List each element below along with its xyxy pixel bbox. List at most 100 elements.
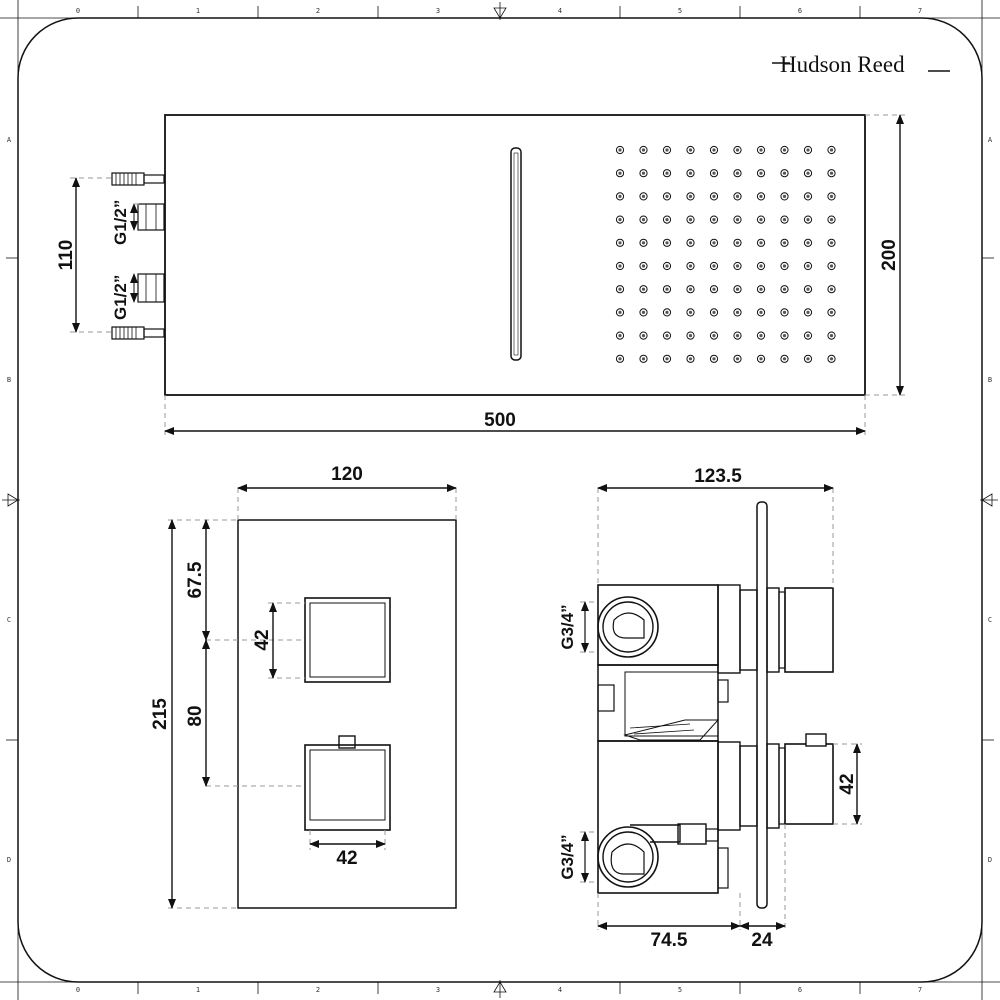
inlet-spacing-label: 110 bbox=[56, 240, 77, 271]
valve-height-label: 215 bbox=[150, 698, 171, 730]
lower-handle bbox=[304, 744, 391, 831]
head-width-label: 500 bbox=[484, 410, 516, 431]
nozzle-core bbox=[806, 310, 810, 314]
row-label-c-right: C bbox=[988, 616, 992, 624]
nozzle-core bbox=[618, 194, 622, 198]
nozzle-core bbox=[806, 194, 810, 198]
nozzle-core bbox=[782, 171, 787, 175]
nozzle-core bbox=[806, 171, 810, 175]
nozzle-core bbox=[641, 310, 646, 314]
col-label-5: 5 bbox=[678, 7, 682, 15]
nozzle-core bbox=[735, 241, 740, 245]
nozzle-core bbox=[759, 334, 763, 338]
nozzle-core bbox=[641, 148, 646, 152]
nozzle-core bbox=[829, 171, 834, 175]
nozzle-core bbox=[641, 357, 646, 361]
nozzle-core bbox=[829, 148, 834, 152]
nozzle-core bbox=[688, 241, 693, 245]
row-label-b: B bbox=[7, 376, 11, 384]
nozzle-core bbox=[759, 264, 763, 268]
nozzle-core bbox=[712, 310, 716, 314]
row-label-a: A bbox=[7, 136, 12, 144]
nozzle-core bbox=[759, 310, 763, 314]
nozzle-core bbox=[618, 241, 622, 245]
nozzle-core bbox=[712, 264, 716, 268]
nozzle-core bbox=[665, 287, 669, 291]
nozzle-core bbox=[641, 171, 646, 175]
nozzle-core bbox=[829, 218, 834, 222]
upper-outlet-label: G3/4” bbox=[558, 604, 577, 649]
shower-head-plate bbox=[164, 114, 866, 396]
nozzle-core bbox=[782, 264, 787, 268]
nozzle-core bbox=[712, 194, 716, 198]
col-label-3-bottom: 3 bbox=[436, 986, 440, 994]
handle-width-label: 42 bbox=[336, 848, 357, 869]
nozzle-core bbox=[618, 218, 622, 222]
waterfall-slot bbox=[510, 147, 522, 361]
side-lower-handle bbox=[784, 743, 834, 825]
valve-face-plate bbox=[237, 519, 457, 909]
col-label-3: 3 bbox=[436, 7, 440, 15]
side-handle-label: 42 bbox=[837, 773, 858, 794]
valve-side-dimensions: 123.5 74.5 24 42 G3/4” G3/4” bbox=[558, 466, 862, 951]
frame-border bbox=[17, 17, 983, 983]
nozzle-core bbox=[712, 148, 716, 152]
nozzle-core bbox=[688, 171, 693, 175]
nozzle-core bbox=[641, 334, 646, 338]
nozzle-core bbox=[665, 334, 669, 338]
nozzle-core bbox=[688, 287, 693, 291]
valve-depth-label: 123.5 bbox=[694, 466, 742, 487]
col-label-0-bottom: 0 bbox=[76, 986, 80, 994]
row-label-a-right: A bbox=[988, 136, 993, 144]
nozzle-core bbox=[782, 148, 787, 152]
row-label-d-right: D bbox=[988, 856, 992, 864]
nozzle-core bbox=[782, 334, 787, 338]
nozzle-core bbox=[618, 357, 622, 361]
nozzle-core bbox=[759, 218, 763, 222]
body-depth-label: 74.5 bbox=[651, 930, 688, 951]
nozzle-core bbox=[688, 264, 693, 268]
upper-handle bbox=[304, 597, 391, 683]
nozzle-core bbox=[806, 218, 810, 222]
nozzle-core bbox=[665, 148, 669, 152]
nozzle-core bbox=[618, 287, 622, 291]
nozzle-core bbox=[712, 287, 716, 291]
col-label-1: 1 bbox=[196, 7, 200, 15]
col-label-7: 7 bbox=[918, 7, 922, 15]
valve-side-view bbox=[597, 501, 834, 909]
inlet-lower-thread-label: G1/2” bbox=[111, 275, 130, 320]
nozzle-core bbox=[641, 194, 646, 198]
inlet-connectors bbox=[111, 172, 165, 340]
nozzle-core bbox=[665, 171, 669, 175]
nozzle-core bbox=[735, 287, 740, 291]
nozzle-core bbox=[618, 148, 622, 152]
nozzle-core bbox=[665, 310, 669, 314]
nozzle-core bbox=[712, 241, 716, 245]
inlet-upper-thread-label: G1/2” bbox=[111, 200, 130, 245]
col-label-6-bottom: 6 bbox=[798, 986, 802, 994]
shower-head-view: G1/2” G1/2” 110 200 500 bbox=[56, 114, 905, 435]
nozzle-core bbox=[618, 334, 622, 338]
nozzle-core bbox=[735, 171, 740, 175]
top-offset-label: 67.5 bbox=[185, 561, 206, 598]
col-label-1-bottom: 1 bbox=[196, 986, 200, 994]
nozzle-core bbox=[782, 194, 787, 198]
nozzle-grid bbox=[615, 145, 836, 363]
nozzle-core bbox=[806, 148, 810, 152]
col-label-2-bottom: 2 bbox=[316, 986, 320, 994]
nozzle-core bbox=[735, 218, 740, 222]
nozzle-core bbox=[806, 264, 810, 268]
side-upper-handle bbox=[784, 587, 834, 673]
nozzle-core bbox=[665, 264, 669, 268]
nozzle-core bbox=[829, 287, 834, 291]
head-height-label: 200 bbox=[879, 239, 900, 271]
col-label-7-bottom: 7 bbox=[918, 986, 922, 994]
nozzle-core bbox=[618, 264, 622, 268]
nozzle-core bbox=[759, 287, 763, 291]
col-label-5-bottom: 5 bbox=[678, 986, 682, 994]
nozzle-core bbox=[782, 241, 787, 245]
row-label-c: C bbox=[7, 616, 11, 624]
nozzle-core bbox=[735, 310, 740, 314]
